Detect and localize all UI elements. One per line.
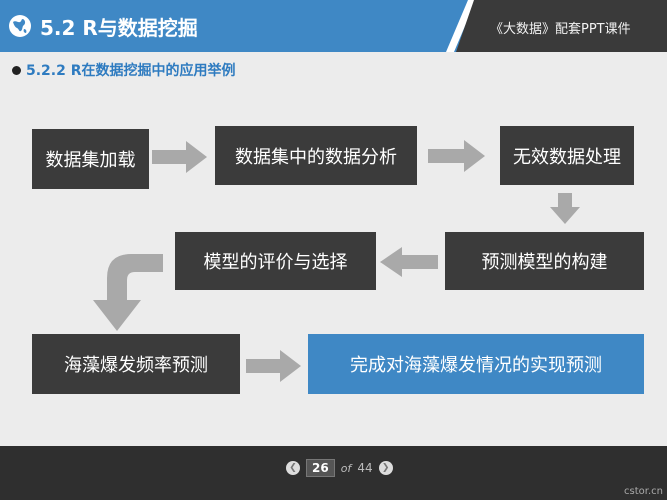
flow-step-final-predict: 完成对海藻爆发情况的实现预测	[308, 334, 644, 394]
chevron-right-icon[interactable]: ❯	[378, 461, 393, 475]
watermark-text: cstor.cn	[624, 486, 663, 497]
chevron-left-icon[interactable]: ❮	[286, 461, 300, 475]
current-page: 26	[306, 459, 335, 477]
flow-step-model-build: 预测模型的构建	[445, 232, 644, 290]
flow-step-invalid-data: 无效数据处理	[500, 126, 634, 185]
slide-pager: ❮ 26 of 44 ❯	[286, 458, 393, 478]
flow-step-data-analysis: 数据集中的数据分析	[215, 126, 417, 185]
flow-step-frequency-predict: 海藻爆发频率预测	[32, 334, 240, 394]
globe-icon	[9, 15, 31, 37]
arrow-right-icon	[428, 140, 485, 172]
arrow-curved-down-icon	[93, 254, 163, 331]
arrow-down-icon	[550, 193, 580, 224]
course-label: 《大数据》配套PPT课件	[490, 22, 631, 37]
flow-step-load-dataset: 数据集加载	[32, 129, 149, 189]
arrow-right-icon	[152, 141, 207, 173]
pager-of-label: of	[340, 461, 352, 475]
arrow-left-icon	[380, 247, 438, 277]
total-pages: 44	[357, 461, 373, 475]
bullet-dot	[12, 66, 21, 75]
arrow-right-icon	[246, 350, 301, 382]
section-subtitle: 5.2.2 R在数据挖掘中的应用举例	[26, 63, 236, 79]
slide-title: 5.2 R与数据挖掘	[40, 16, 198, 40]
header-course-panel	[456, 0, 667, 52]
flow-step-model-eval: 模型的评价与选择	[175, 232, 376, 290]
